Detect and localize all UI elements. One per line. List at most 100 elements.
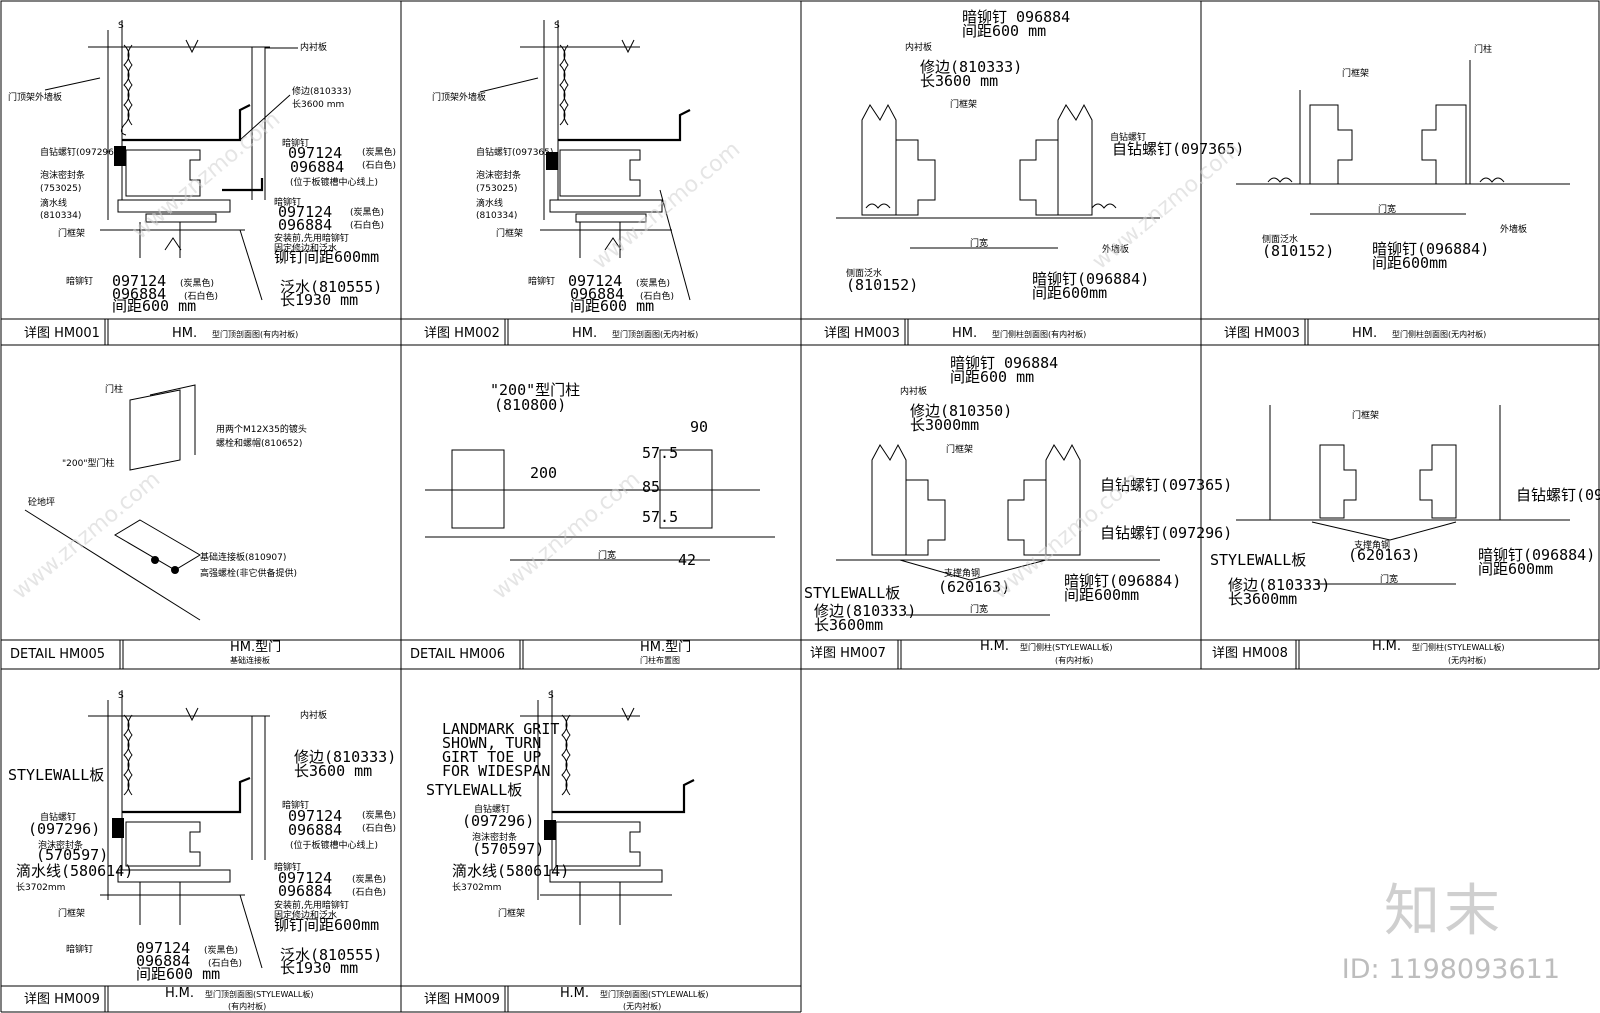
s-mark-3: S <box>118 691 124 701</box>
title-sub2-hm009a: (有内衬板) <box>228 1001 266 1011</box>
label-trim: 修边(810333) <box>292 85 351 97</box>
label-top-spacing-hm003a: 间距600 mm <box>962 22 1046 40</box>
title-code-hm002: 详图 HM002 <box>424 326 500 341</box>
label-black3-hm009a: (炭黑色) <box>204 944 238 956</box>
label-gutter-len-hm009b: 长3702mm <box>452 881 501 893</box>
label-top-rivet-hm003a: 暗铆钉 096884 <box>962 8 1070 26</box>
title-main-hm001: HM. <box>172 326 197 341</box>
label-gutter-len-hm009a: 长3702mm <box>16 881 65 893</box>
label-trim2-hm007: 修边(810333) <box>814 602 916 620</box>
label-screw-hm009a: 自钻螺钉 <box>40 811 76 823</box>
detail-hm005: 门柱 用两个M12X35的镀头 螺栓和螺帽(810652) "200"型门柱 基… <box>24 383 307 621</box>
label-outer-hm003b: 外墙板 <box>1500 223 1527 235</box>
note-line2-hm009b: SHOWN, TURN <box>442 734 541 752</box>
label-b1-hm009a: 097124 <box>136 939 190 957</box>
label-trim-hm003a: 修边(810333) <box>920 58 1022 76</box>
label-rivet-hm003b: 暗铆钉(096884) <box>1372 240 1489 258</box>
label-angle-code-hm008: (620163) <box>1348 546 1420 564</box>
title-sub-hm003a: 型门侧柱剖面图(有内衬板) <box>992 329 1086 339</box>
label-seal-code-hm009a: (570597) <box>36 846 108 864</box>
title-sub2-hm009b: (无内衬板) <box>623 1001 661 1011</box>
label-screw: 自钻螺钉(097296) <box>40 146 117 158</box>
detail-hm003b: 门宽 门框架 门柱 外墙板 侧面泛水 (810152) 暗铆钉(096884) … <box>1236 43 1570 272</box>
label-seal-hm009b: 泡沫密封条 <box>472 831 517 843</box>
label-wall-hm002: 门顶架外墙板 <box>432 91 486 103</box>
label-screw-code-hm003a: 自钻螺钉(097365) <box>1112 140 1244 158</box>
label-white2-hm009a: (石白色) <box>352 886 386 898</box>
title-code-hm009b: 详图 HM009 <box>424 992 500 1007</box>
label-white3: (石白色) <box>184 290 218 302</box>
label-flash-len: 长1930 mm <box>280 291 358 309</box>
label-trim-len-hm008: 长3600mm <box>1228 590 1297 608</box>
label-rivet-spacing-hm007: 间距600mm <box>1064 586 1139 604</box>
detail-hm001: S 门顶架外墙板 内衬板 修边(810333) 长3600 mm 自钻螺钉(09… <box>8 20 396 315</box>
label-b2-hm009a: 096884 <box>136 952 190 970</box>
title-blocks: 详图 HM001 HM. 型门顶剖面图(有内衬板) 详图 HM002 HM. 型… <box>10 326 1504 1011</box>
s-mark-4: S <box>548 691 554 701</box>
label-screw1-hm007: 自钻螺钉(097365) <box>1100 476 1232 494</box>
label-angle-hm008: 支撑角钢 <box>1354 539 1390 551</box>
detail-hm008: 门宽 门框架 自钻螺钉(097296) 支撑角钢 (620163) STYLEW… <box>1210 405 1600 608</box>
label-r3: 097124 <box>278 203 332 221</box>
label-b2: 096884 <box>112 285 166 303</box>
title-main-hm005: HM.型门 <box>230 640 281 655</box>
label-bolt-hm005: 用两个M12X35的镀头 <box>216 423 307 435</box>
label-gutter: 滴水线 <box>40 197 67 209</box>
detail-hm009b: S LANDMARK GRIT SHOWN, TURN GIRT TOE UP … <box>426 690 695 925</box>
title-sub-hm003b: 型门侧柱剖面图(无内衬板) <box>1392 329 1486 339</box>
note-line3-hm009b: GIRT TOE UP <box>442 748 541 766</box>
label-bolt2-hm005: 螺栓和螺帽(810652) <box>216 437 302 449</box>
title-sub-hm008: 型门侧柱(STYLEWALL板) <box>1412 642 1504 652</box>
note-line1-hm009b: LANDMARK GRIT <box>442 720 559 738</box>
label-post-code-hm006: (810800) <box>494 396 566 414</box>
label-rivet3-hm009a: 暗铆钉 <box>66 943 93 955</box>
label-rivet-hm007: 暗铆钉(096884) <box>1064 572 1181 590</box>
label-screw-hm008: 自钻螺钉(097296) <box>1516 486 1600 504</box>
detail-hm002: S 门顶架外墙板 自钻螺钉(097365) 泡沫密封条 (753025) 滴水线… <box>432 20 691 315</box>
label-r1: 097124 <box>288 144 342 162</box>
dim-42: 42 <box>678 551 696 569</box>
label-rivet-hm003a: 暗铆钉(096884) <box>1032 270 1149 288</box>
label-concrete-hm005: 砼地坪 <box>28 496 55 508</box>
label-post-hm003b: 门柱 <box>1474 43 1492 55</box>
label-install2-hm009a: 固定修边和泛水 <box>274 909 337 921</box>
label-trim2-len-hm007: 长3600mm <box>814 616 883 634</box>
label-spacing-hm002: 间距600 mm <box>570 297 654 315</box>
title-main-hm006: HM.型门 <box>640 640 691 655</box>
title-sub-hm005: 基础连接板 <box>230 655 270 665</box>
label-screw-hm003a: 自钻螺钉 <box>1110 131 1146 143</box>
label-r2: 096884 <box>290 158 344 176</box>
title-sub-hm002: 型门顶剖面图(无内衬板) <box>612 329 698 339</box>
dim-90: 90 <box>690 418 708 436</box>
label-door-frame-hm002: 门框架 <box>496 227 523 239</box>
label-seal-code-hm002: (753025) <box>476 184 517 194</box>
label-stylewall-hm009b: STYLEWALL板 <box>426 781 522 799</box>
title-main-hm002: HM. <box>572 326 597 341</box>
watermark-site-5: www.znzmo.com <box>488 467 645 605</box>
title-main-hm009a: H.M. <box>165 986 194 1001</box>
label-inner-hm003a: 内衬板 <box>905 41 932 53</box>
label-post-hm005: 门柱 <box>105 383 123 395</box>
title-main-hm003b: HM. <box>1352 326 1377 341</box>
label-anchor-hm005: 高强螺栓(非它供备提供) <box>200 567 297 579</box>
watermark-site-4: www.znzmo.com <box>8 467 165 605</box>
label-gutter-code-hm002: (810334) <box>476 211 517 221</box>
label-trim-len-hm007: 长3000mm <box>910 416 979 434</box>
label-b1-hm002: 097124 <box>568 272 622 290</box>
label-post200-hm005: "200"型门柱 <box>62 457 114 469</box>
label-trim-hm007: 修边(810350) <box>910 402 1012 420</box>
label-seal-code: (753025) <box>40 184 81 194</box>
label-side-flash-code-hm003b: (810152) <box>1262 242 1334 260</box>
label-install3: 铆钉间距600mm <box>274 248 379 266</box>
label-frame-hm003a: 门框架 <box>950 98 977 110</box>
label-rivet-spacing-hm008: 间距600mm <box>1478 560 1553 578</box>
label-screw-code-hm009b: (097296) <box>462 812 534 830</box>
label-stylewall-hm007: STYLEWALL板 <box>804 584 900 602</box>
watermark-site-2: www.znzmo.com <box>588 137 745 275</box>
label-angle-hm007: 支撑角钢 <box>944 567 980 579</box>
label-black-hm002: (炭黑色) <box>636 277 670 289</box>
label-seal-hm009a: 泡沫密封条 <box>38 839 83 851</box>
detail-hm007: 门宽 内衬板 修边(810350) 长3000mm 门框架 暗铆钉 096884… <box>804 354 1232 634</box>
label-spacing-hm009a: 间距600 mm <box>136 965 220 983</box>
